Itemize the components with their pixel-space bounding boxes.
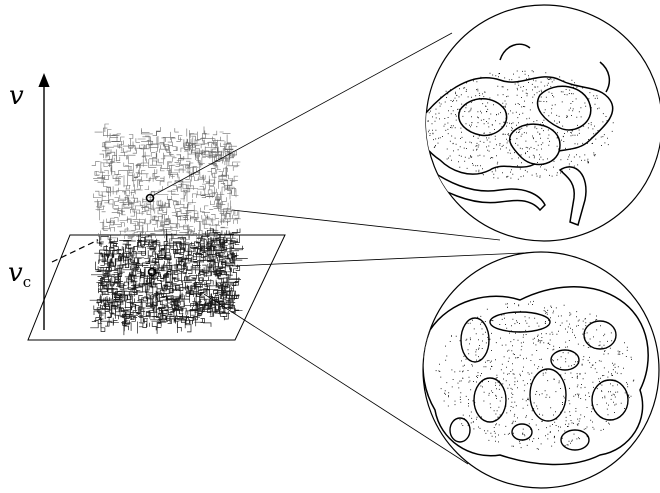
pore-5 [474, 378, 506, 422]
cube-lower-side-face [198, 229, 248, 321]
leader-line-upper-1 [152, 33, 452, 196]
critical-level-dashed-line [52, 240, 98, 262]
cube-upper-front-face [92, 148, 208, 247]
porous-network-drawing [423, 287, 648, 465]
cube-top-face [95, 124, 237, 165]
lower-zoom-panel [423, 252, 659, 488]
pore-8 [512, 424, 532, 440]
pore-7 [592, 380, 628, 420]
pore-3 [551, 350, 579, 370]
pore-6 [530, 369, 566, 421]
pore-10 [450, 418, 470, 442]
pore-1 [461, 318, 489, 362]
critical-plane [28, 235, 285, 340]
pore-9 [561, 430, 589, 450]
v-axis-label: v [9, 83, 24, 109]
critical-value-label: vc [8, 260, 31, 290]
upper-zoom-panel [419, 5, 660, 241]
lattice-cube [90, 124, 248, 335]
cube-lower-front-face [90, 229, 212, 335]
cube-upper-side-face [197, 146, 241, 239]
